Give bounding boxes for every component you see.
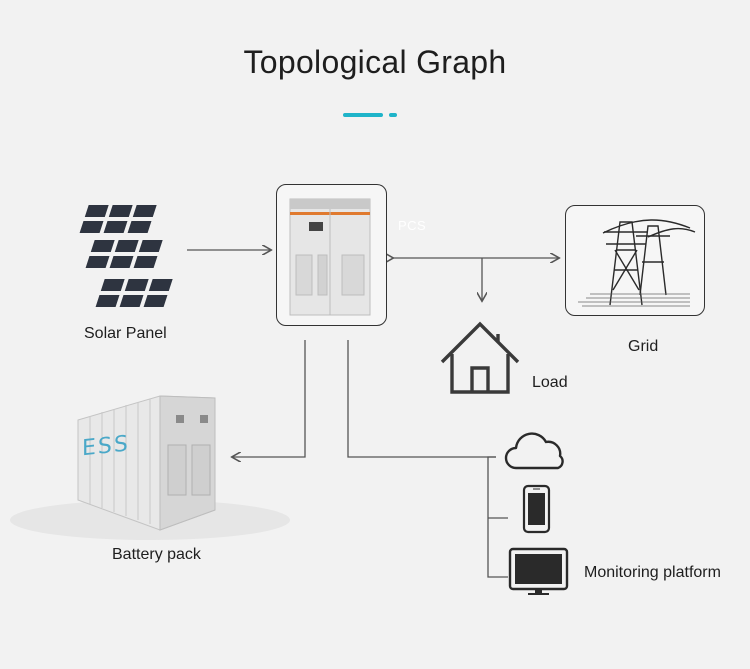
grid-label: Grid	[628, 338, 659, 355]
ess-container-text: ESS	[82, 431, 130, 461]
load-label: Load	[532, 374, 568, 391]
monitoring-bracket	[487, 456, 508, 578]
pcs-to-battery-arrow	[233, 340, 306, 457]
pcs-label: PCS	[398, 218, 427, 233]
grid-box	[565, 205, 705, 316]
monitoring-platform-label: Monitoring platform	[584, 564, 721, 581]
page-title: Topological Graph	[243, 44, 507, 80]
solar-panel-label: Solar Panel	[84, 325, 167, 342]
title-accent-bar	[343, 113, 383, 117]
pcs-to-monitoring-line	[347, 340, 496, 458]
battery-pack-label: Battery pack	[112, 546, 201, 563]
title-accent-dot	[389, 113, 397, 117]
